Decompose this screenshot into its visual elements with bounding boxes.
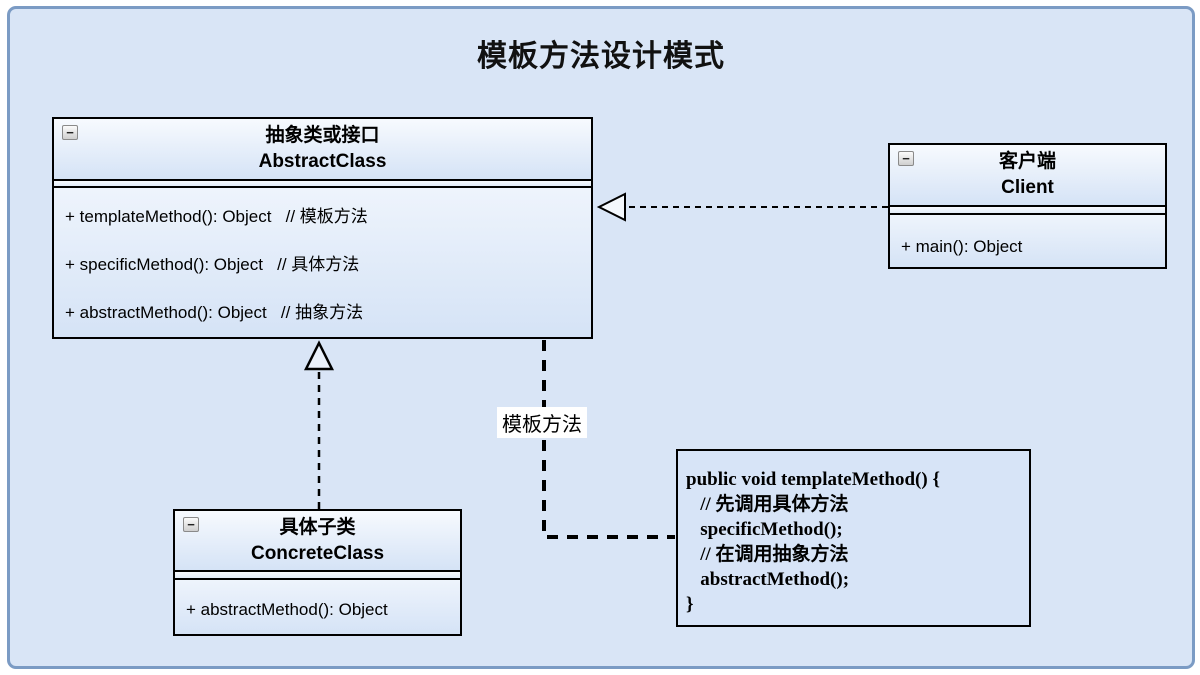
class-name-cn: 抽象类或接口 [265, 124, 380, 146]
note-link-dashed-line [542, 340, 675, 539]
dependency-triangle-arrowhead [596, 192, 626, 222]
realization-triangle-arrowhead [303, 340, 335, 371]
code-line: } [686, 594, 694, 615]
code-line: abstractMethod(); [686, 569, 850, 590]
class-header-abstractclass: − 抽象类或接口 AbstractClass [54, 119, 591, 181]
class-header-concreteclass: − 具体子类 ConcreteClass [175, 511, 460, 573]
method-specific-method: + specificMethod(): Object // 具体方法 [65, 255, 360, 274]
class-box-client[interactable]: − 客户端 Client + main(): Object [888, 143, 1167, 269]
code-line: // 先调用具体方法 [686, 494, 849, 515]
minus-glyph: − [187, 517, 195, 532]
class-name-cn: 具体子类 [279, 516, 356, 538]
class-name-cn: 客户端 [998, 151, 1056, 172]
class-name-en: AbstractClass [258, 150, 387, 172]
method-abstract-method: + abstractMethod(): Object [186, 600, 388, 619]
diagram-canvas: 模板方法设计模式 − 抽象类或接口 AbstractClass + t [7, 6, 1195, 669]
code-line: // 在调用抽象方法 [686, 544, 849, 565]
method-abstract-method: + abstractMethod(): Object // 抽象方法 [65, 303, 364, 322]
class-name-en: ConcreteClass [250, 542, 385, 564]
class-header-client: − 客户端 Client [890, 145, 1165, 207]
template-method-edge-label: 模板方法 [497, 407, 587, 438]
class-name-en: Client [1001, 177, 1054, 198]
methods-compartment: + main(): Object [890, 215, 1165, 267]
class-box-abstractclass[interactable]: − 抽象类或接口 AbstractClass + templateMethod(… [52, 117, 593, 339]
class-box-concreteclass[interactable]: − 具体子类 ConcreteClass + abstractMethod():… [173, 509, 462, 636]
minus-glyph: − [66, 125, 74, 140]
attributes-compartment-empty [890, 207, 1165, 215]
page-title: 模板方法设计模式 [477, 40, 725, 73]
code-note-box[interactable]: public void templateMethod() { // 先调用具体方… [676, 449, 1031, 627]
code-line: public void templateMethod() { [686, 469, 940, 490]
collapse-icon[interactable]: − [62, 125, 78, 140]
collapse-icon[interactable]: − [183, 517, 199, 532]
attributes-compartment-empty [175, 572, 460, 580]
collapse-icon[interactable]: − [898, 151, 914, 166]
method-main: + main(): Object [901, 237, 1023, 256]
minus-glyph: − [902, 151, 910, 166]
method-template-method: + templateMethod(): Object // 模板方法 [65, 207, 368, 226]
methods-compartment: + abstractMethod(): Object [175, 580, 460, 634]
code-line: specificMethod(); [686, 519, 843, 540]
attributes-compartment-empty [54, 180, 591, 188]
methods-compartment: + templateMethod(): Object // 模板方法 + spe… [54, 188, 591, 337]
